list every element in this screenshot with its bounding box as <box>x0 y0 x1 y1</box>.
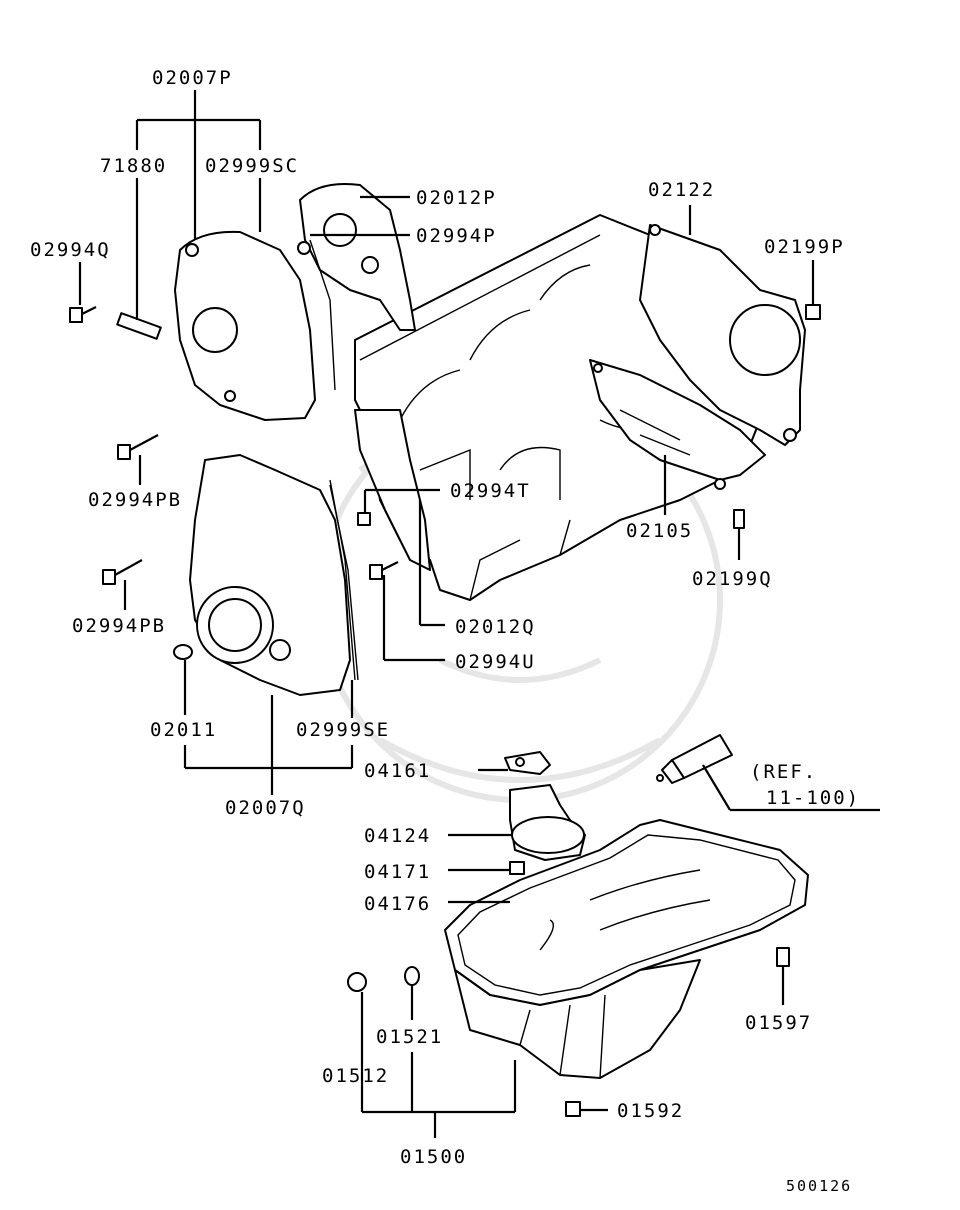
timing-cover-upper-rear <box>299 183 416 391</box>
washer-02011 <box>173 644 193 660</box>
oil-pan-01500 <box>444 819 809 1079</box>
label-01512: 01512 <box>322 1065 389 1087</box>
label-02011: 02011 <box>150 719 217 741</box>
label-01521: 01521 <box>376 1026 443 1048</box>
gasket-04161 <box>504 751 551 775</box>
label-ref-line1: (REF. <box>750 761 817 783</box>
label-ref-line2: 11-100) <box>766 787 860 809</box>
gasket-01521 <box>404 966 420 986</box>
stud-01597 <box>776 947 790 967</box>
label-02199Q: 02199Q <box>692 568 773 590</box>
bolt-02994U <box>369 561 399 580</box>
label-02122: 02122 <box>648 179 715 201</box>
label-02994T: 02994T <box>450 480 531 502</box>
part-71880 <box>116 312 162 340</box>
label-02199P: 02199P <box>764 236 845 258</box>
label-04176: 04176 <box>364 893 431 915</box>
rear-plate-02122 <box>639 224 806 446</box>
nut-01592 <box>565 1101 581 1117</box>
label-04171: 04171 <box>364 861 431 883</box>
part-04171 <box>509 861 525 875</box>
drain-plug-01512 <box>347 972 367 992</box>
label-02994PB-lower: 02994PB <box>72 615 166 637</box>
label-04161: 04161 <box>364 760 431 782</box>
label-04124: 04124 <box>364 825 431 847</box>
bolt-02994PB-lower <box>102 559 143 585</box>
label-01592: 01592 <box>617 1100 684 1122</box>
label-02007P: 02007P <box>152 67 233 89</box>
stud-02199Q <box>733 509 745 529</box>
label-02999SE: 02999SE <box>296 719 390 741</box>
label-71880: 71880 <box>100 155 167 177</box>
timing-cover-upper-front <box>174 230 316 421</box>
label-02994Q: 02994Q <box>30 239 111 261</box>
label-02105: 02105 <box>626 520 693 542</box>
label-02012P: 02012P <box>416 187 497 209</box>
label-01500: 01500 <box>400 1146 467 1168</box>
label-02994P: 02994P <box>416 225 497 247</box>
oil-strainer-04124 <box>509 784 586 861</box>
label-02999SC: 02999SC <box>205 155 299 177</box>
part-labels: 02007P 71880 02999SC 02994Q 02012P 02994… <box>30 67 860 1195</box>
label-02994PB-upper: 02994PB <box>88 489 182 511</box>
label-02012Q: 02012Q <box>455 616 536 638</box>
label-02007Q: 02007Q <box>225 797 306 819</box>
bolt-02994P <box>297 241 311 255</box>
bolt-02994Q <box>69 306 97 323</box>
leader-lines <box>78 90 880 1138</box>
bolt-02994T <box>357 512 371 526</box>
bolt-02994PB-upper <box>117 434 159 460</box>
gasket-02999SE <box>329 484 359 681</box>
side-plate-02105 <box>589 359 766 490</box>
nut-02199P <box>805 304 821 320</box>
diagram-id: 500126 <box>786 1177 852 1195</box>
label-02994U: 02994U <box>455 651 536 673</box>
sealant-tube <box>656 734 733 784</box>
timing-cover-lower <box>189 454 356 696</box>
label-01597: 01597 <box>745 1012 812 1034</box>
